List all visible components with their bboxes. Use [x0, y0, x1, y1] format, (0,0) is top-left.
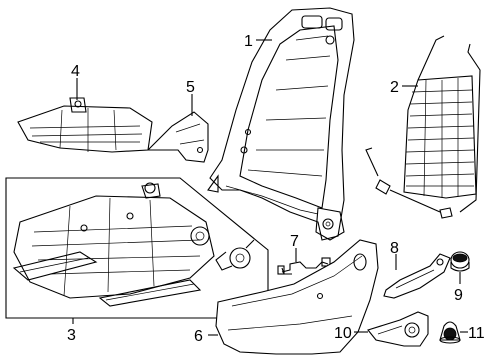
knob-cap [450, 251, 470, 272]
callout-11: 11 [468, 325, 485, 342]
callout-9: 9 [454, 287, 463, 304]
adjuster-knob [439, 321, 461, 344]
callout-4: 4 [71, 63, 80, 80]
callout-6: 6 [194, 328, 203, 345]
callout-3: 3 [67, 327, 76, 344]
callout-8: 8 [390, 240, 399, 257]
seat-cushion-pan [17, 97, 153, 153]
lumbar-support-mat [365, 35, 481, 219]
side-trim-cap [146, 111, 209, 163]
recliner-handle [383, 253, 451, 299]
callout-7: 7 [290, 233, 299, 250]
adjuster-handle [367, 311, 429, 347]
callout-2: 2 [390, 79, 399, 96]
callout-1: 1 [244, 33, 253, 50]
outer-side-shield [215, 239, 379, 355]
seat-back-frame [207, 7, 355, 241]
callout-5: 5 [186, 79, 195, 96]
seat-track-assembly [5, 177, 269, 319]
callout-10: 10 [334, 325, 352, 342]
